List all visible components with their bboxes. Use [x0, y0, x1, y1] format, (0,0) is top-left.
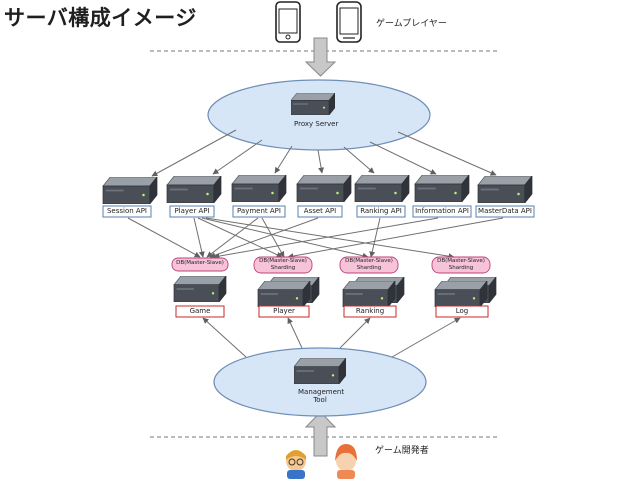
api-label-masterdata: MasterData API [478, 207, 532, 215]
smartphone-icon [275, 1, 301, 43]
api-label-ranking: Ranking API [360, 207, 402, 215]
management-to-db-lines [202, 317, 461, 358]
db-tags [171, 256, 491, 274]
session-api-server-icon [102, 177, 158, 204]
page-title: サーバ構成イメージ [4, 6, 197, 30]
log-db-server-icon [434, 281, 488, 307]
db-tag-ranking-line1: DB(Master-Slave) [345, 258, 393, 264]
information-api-server-icon [414, 175, 470, 202]
db-name-player: Player [273, 307, 295, 315]
db-tag-log-line1: DB(Master-Slave) [437, 258, 485, 264]
api-label-information: Information API [415, 207, 469, 215]
payment-api-server-icon [231, 175, 287, 202]
api-label-asset: Asset API [303, 207, 337, 215]
db-tag-player-line2: Sharding [270, 265, 296, 271]
db-servers [173, 276, 497, 307]
developer-avatar-glasses-icon [286, 450, 306, 479]
db-name-game: Game [189, 307, 211, 315]
player-db-server-icon [257, 281, 311, 307]
db-tag-game: DB(Master-Slave) [176, 260, 224, 266]
db-tag-ranking-line2: Sharding [356, 265, 382, 271]
players-label: ゲームプレイヤー [376, 19, 447, 29]
management-server-icon [294, 358, 346, 384]
management-label-line1: Management [298, 388, 345, 396]
player-api-server-icon [166, 176, 222, 203]
developer-avatar-icon [335, 444, 357, 479]
ranking-db-server-icon [342, 281, 396, 307]
management-label-line2: Tool [313, 396, 327, 404]
proxy-to-api-lines [151, 129, 497, 177]
api-label-session: Session API [106, 207, 147, 215]
db-name-log: Log [455, 307, 469, 315]
game-db-server-icon [173, 276, 227, 302]
android-phone-icon [336, 1, 362, 43]
up-arrow-icon [304, 411, 337, 457]
developers-label: ゲーム開発者 [375, 446, 429, 456]
db-tag-log-line2: Sharding [448, 265, 474, 271]
ranking-api-server-icon [354, 175, 410, 202]
api-servers [102, 175, 533, 204]
asset-api-server-icon [296, 175, 352, 202]
api-to-db-lines [127, 217, 504, 260]
api-label-boxes [102, 205, 535, 218]
db-name-ranking: Ranking [355, 307, 385, 315]
api-label-payment: Payment API [237, 207, 281, 215]
proxy-server-ellipse [207, 79, 431, 151]
masterdata-api-server-icon [477, 176, 533, 203]
db-tag-player-line1: DB(Master-Slave) [259, 258, 307, 264]
proxy-server-label: Proxy Server [294, 120, 339, 128]
down-arrow-icon [304, 37, 337, 77]
db-name-boxes [175, 305, 489, 318]
api-label-player: Player API [174, 207, 210, 215]
proxy-server-icon [291, 93, 335, 115]
